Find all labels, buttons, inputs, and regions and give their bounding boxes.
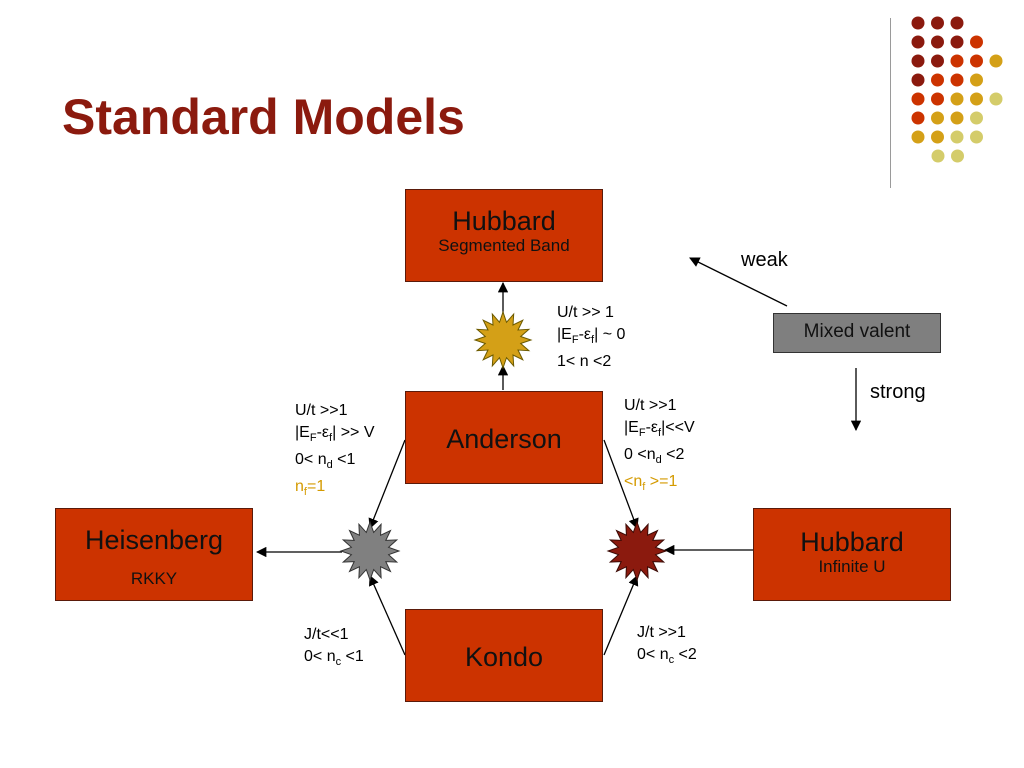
decoration-dot [970,92,983,106]
condition-line: |EF-εf| ~ 0 [557,326,626,347]
condition-line: J/t >>1 [637,624,686,641]
condition-line: U/t >> 1 [557,304,614,321]
arrow-anderson-to-grey-star [368,439,406,529]
label-strong: strong [870,381,926,403]
page-title: Standard Models [62,89,465,145]
condition-line-highlight: <nf >=1 [624,473,678,494]
condition-line: 0< nd <1 [295,451,356,472]
divider-line [890,18,891,188]
condition-line: U/t >>1 [624,397,677,414]
decoration-dot [911,92,925,106]
decoration-dot [931,92,944,106]
decoration-dot [970,73,983,87]
node-title: Heisenberg [84,525,224,555]
condition-line: |EF-εf| >> V [295,424,375,445]
condition-line: U/t >>1 [295,402,348,419]
arrow-anderson-to-red-star [603,439,639,529]
conditions-top: U/t >> 1 |EF-εf| ~ 0 1< n <2 [557,302,625,373]
decoration-dot [950,54,964,68]
node-hubbard-infinite-u: Hubbard Infinite U [753,508,951,601]
gold-star-icon [473,310,533,370]
red-star-icon [606,520,668,582]
decoration-dot [950,130,964,144]
conditions-left: U/t >>1 |EF-εf| >> V 0< nd <1 nf=1 [295,400,375,504]
node-anderson: Anderson [405,391,603,484]
arrow-kondo-to-red-star [603,575,639,656]
decoration-dot [950,111,964,125]
decoration-dot [911,54,925,68]
decoration-dot [950,92,964,106]
node-title: Kondo [464,642,544,672]
node-subtitle: Segmented Band [438,236,570,255]
decoration-dot [970,130,983,144]
arrow-mixed-valent-weak [689,257,788,307]
condition-line: J/t<<1 [304,626,349,643]
conditions-kondo-right: J/t >>1 0< nc <2 [637,622,697,671]
decoration-dot [950,35,964,49]
decoration-dot [931,149,945,163]
decoration-dot [950,16,964,30]
node-title: Hubbard [452,206,556,236]
node-heisenberg: Heisenberg RKKY [55,508,253,601]
decoration-dot [950,73,964,87]
decoration-dot [931,54,944,68]
condition-line: 0 <nd <2 [624,446,685,467]
label-weak: weak [741,249,788,271]
decoration-dot [911,35,925,49]
node-kondo: Kondo [405,609,603,702]
node-title: Anderson [446,424,562,454]
decoration-dot [970,35,983,49]
conditions-kondo-left: J/t<<1 0< nc <1 [304,624,364,673]
condition-line-highlight: nf=1 [295,478,326,499]
decoration-dot [931,111,944,125]
decoration-dots [911,16,1003,163]
decoration-dot [911,73,925,87]
decoration-dot [931,16,944,30]
decoration-dot [911,16,925,30]
condition-line: 0< nc <1 [304,648,364,669]
condition-line: 0< nc <2 [637,646,697,667]
conditions-right: U/t >>1 |EF-εf|<<V 0 <nd <2 <nf >=1 [624,395,695,499]
decoration-dot [931,73,944,87]
grey-star-icon [339,520,401,582]
decoration-dot [911,111,925,125]
decoration-dot [970,111,983,125]
decoration-dot [911,130,925,144]
arrow-kondo-to-grey-star [369,575,406,656]
decoration-dot [970,54,983,68]
node-subtitle: Infinite U [818,557,886,576]
decoration-dot [931,130,944,144]
decoration-dot [989,54,1003,68]
decoration-dot [931,35,944,49]
node-mixed-valent: Mixed valent [773,313,941,353]
decoration-dot [951,149,964,163]
condition-line: 1< n <2 [557,353,612,371]
node-hubbard-segmented-band: Hubbard Segmented Band [405,189,603,282]
node-title: Hubbard [800,527,904,557]
condition-line: |EF-εf|<<V [624,419,695,440]
decoration-dot [989,92,1003,106]
node-subtitle: RKKY [130,569,178,588]
